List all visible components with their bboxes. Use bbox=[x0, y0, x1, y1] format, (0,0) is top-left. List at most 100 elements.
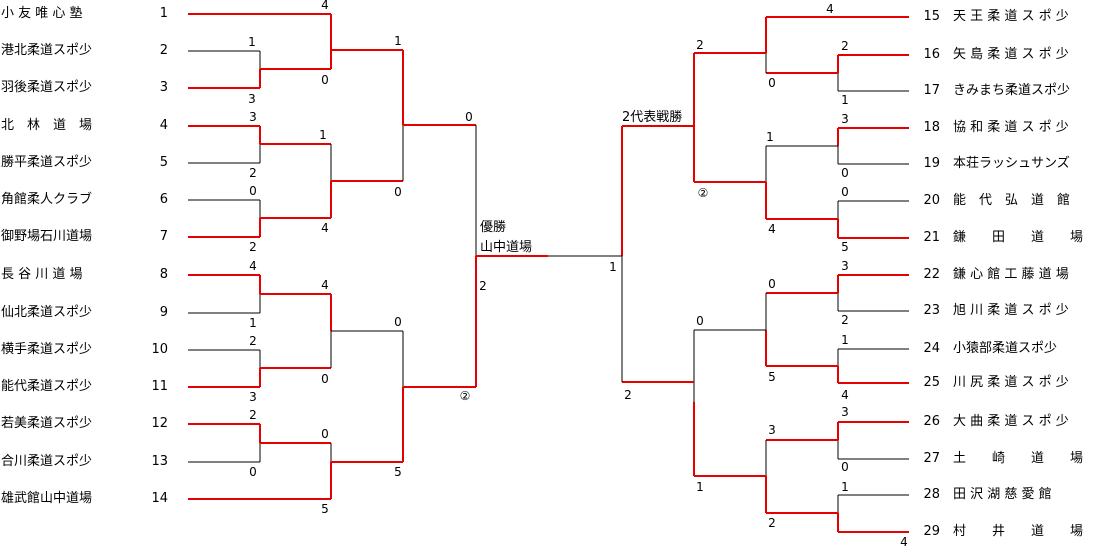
match-score: 0 bbox=[321, 372, 329, 386]
team-name: 北 林 道 場 bbox=[1, 118, 93, 133]
team-number: 3 bbox=[159, 80, 168, 95]
team-name: 鎌 田 道 場 bbox=[953, 230, 1084, 245]
match-score: 0 bbox=[768, 277, 776, 291]
match-score: 1 bbox=[841, 93, 849, 107]
team-number: 17 bbox=[923, 83, 940, 98]
team-number: 10 bbox=[151, 342, 168, 357]
match-score: 2 bbox=[249, 408, 257, 422]
team-number: 28 bbox=[923, 487, 940, 502]
match-score: 2 bbox=[841, 39, 849, 53]
match-score: 2 bbox=[696, 38, 704, 52]
team-name: 羽後柔道スポ少 bbox=[1, 80, 93, 95]
match-score: 0 bbox=[768, 76, 776, 90]
match-score: 0 bbox=[841, 166, 849, 180]
team-number: 9 bbox=[159, 305, 168, 320]
match-score: 1 bbox=[696, 480, 704, 494]
match-score: 3 bbox=[841, 112, 849, 126]
champion-label: 優勝 bbox=[480, 220, 507, 235]
match-score: 0 bbox=[696, 314, 704, 328]
team-number: 22 bbox=[923, 267, 940, 282]
team-number: 4 bbox=[159, 118, 168, 133]
match-score: 3 bbox=[249, 390, 257, 404]
team-number: 8 bbox=[159, 267, 168, 282]
match-score: 1 bbox=[394, 34, 402, 48]
team-name: 矢 島 柔 道 ス ポ 少 bbox=[953, 47, 1069, 62]
team-number: 1 bbox=[159, 6, 168, 21]
match-score: 3 bbox=[841, 405, 849, 419]
match-score: ② bbox=[697, 186, 709, 200]
match-score: 0 bbox=[394, 185, 402, 199]
team-number: 5 bbox=[159, 155, 168, 170]
match-score: 2 bbox=[249, 240, 257, 254]
match-score: 5 bbox=[394, 465, 402, 479]
match-score: 0 bbox=[394, 315, 402, 329]
match-score: 3 bbox=[768, 423, 776, 437]
team-number: 21 bbox=[923, 230, 940, 245]
match-score: 4 bbox=[321, 221, 329, 235]
team-number: 15 bbox=[923, 9, 940, 24]
match-score: 1 bbox=[609, 260, 617, 274]
team-number: 24 bbox=[923, 341, 940, 356]
team-number: 26 bbox=[923, 414, 940, 429]
match-score: 0 bbox=[249, 184, 257, 198]
match-score: 0 bbox=[841, 460, 849, 474]
team-number: 20 bbox=[923, 193, 940, 208]
match-score: 4 bbox=[841, 388, 849, 402]
match-score: 2 bbox=[624, 388, 632, 402]
team-name: 田 沢 湖 慈 愛 館 bbox=[953, 487, 1052, 502]
team-name: 天 王 柔 道 ス ポ 少 bbox=[953, 9, 1069, 24]
team-name: 能 代 弘 道 館 bbox=[953, 193, 1071, 208]
champion-name: 山中道場 bbox=[480, 240, 533, 255]
team-number: 18 bbox=[923, 120, 940, 135]
match-score: ② bbox=[459, 389, 471, 403]
match-score: 4 bbox=[826, 2, 834, 16]
match-score: 4 bbox=[321, 0, 329, 12]
match-score: 4 bbox=[249, 259, 257, 273]
match-score: 1 bbox=[248, 35, 256, 49]
team-name: 村 井 道 場 bbox=[953, 524, 1084, 539]
team-name: 鎌 心 館 工 藤 道 場 bbox=[953, 267, 1069, 282]
match-score: 2 bbox=[249, 166, 257, 180]
team-name: 小猿部柔道スポ少 bbox=[953, 341, 1058, 356]
team-number: 16 bbox=[923, 47, 940, 62]
match-score: 5 bbox=[841, 240, 849, 254]
match-score: 0 bbox=[841, 185, 849, 199]
team-name: 協 和 柔 道 ス ポ 少 bbox=[953, 120, 1069, 135]
match-score: 0 bbox=[321, 427, 329, 441]
team-name: 合川柔道スポ少 bbox=[1, 454, 93, 469]
team-name: 本荘ラッシュサンズ bbox=[953, 156, 1070, 171]
team-name: 勝平柔道スポ少 bbox=[1, 155, 93, 170]
match-score: 2 bbox=[841, 313, 849, 327]
final-note: 2代表戦勝 bbox=[622, 110, 683, 125]
match-score: 5 bbox=[321, 502, 329, 516]
team-name: 旭 川 柔 道 ス ポ 少 bbox=[953, 303, 1069, 318]
team-number: 2 bbox=[159, 43, 168, 58]
team-number: 7 bbox=[159, 229, 168, 244]
match-score: 2 bbox=[479, 279, 487, 293]
team-name: 雄武館山中道場 bbox=[1, 491, 93, 506]
team-name: 川 尻 柔 道 ス ポ 少 bbox=[953, 375, 1069, 390]
match-score: 3 bbox=[248, 92, 256, 106]
team-name: 長 谷 川 道 場 bbox=[1, 267, 83, 282]
team-name: 横手柔道スポ少 bbox=[1, 342, 93, 357]
match-score: 1 bbox=[841, 480, 849, 494]
team-number: 13 bbox=[151, 454, 168, 469]
match-score: 2 bbox=[768, 516, 776, 530]
team-number: 23 bbox=[923, 303, 940, 318]
match-score: 3 bbox=[841, 259, 849, 273]
team-name: 港北柔道スポ少 bbox=[1, 43, 93, 58]
team-number: 14 bbox=[151, 491, 168, 506]
team-number: 11 bbox=[151, 379, 168, 394]
match-score: 4 bbox=[321, 278, 329, 292]
match-score: 0 bbox=[249, 465, 257, 479]
team-name: 若美柔道スポ少 bbox=[1, 416, 93, 431]
team-number: 19 bbox=[923, 156, 940, 171]
team-number: 25 bbox=[923, 375, 940, 390]
team-name: 仙北柔道スポ少 bbox=[1, 305, 93, 320]
team-name: 御野場石川道場 bbox=[1, 229, 93, 244]
match-score: 0 bbox=[321, 73, 329, 87]
match-score: 2 bbox=[249, 334, 257, 348]
team-name: 土 崎 道 場 bbox=[953, 451, 1084, 466]
match-score: 0 bbox=[465, 110, 473, 124]
